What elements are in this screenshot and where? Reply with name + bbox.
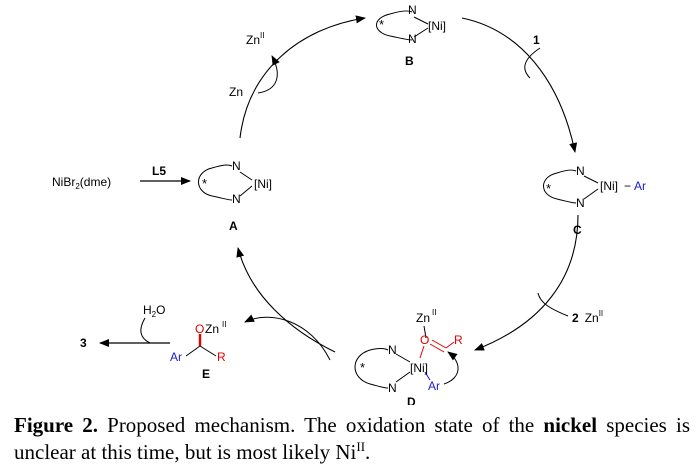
catalytic-cycle-scheme: * N N [Ni] B * N N [Ni] A * N N [Ni] − A…: [52, 3, 646, 405]
species-b: * N N [Ni] B: [376, 3, 446, 68]
cycle-arrow-b-to-c: [461, 17, 578, 153]
d-to-e-arrow: [244, 314, 331, 361]
cycle-arrow-d-to-a: [236, 247, 336, 353]
zn2-top: ZnII: [246, 31, 264, 47]
c-ni: [Ni]: [600, 179, 618, 193]
caption-label: Figure 2.: [14, 413, 98, 437]
figure-caption: Figure 2. Proposed mechanism. The oxidat…: [14, 412, 690, 466]
h2o-curve: [140, 317, 151, 344]
b-label: B: [405, 54, 414, 68]
caption-bold-word: nickel: [543, 413, 598, 437]
zn-reagent: Zn: [229, 85, 243, 99]
c-n-top: N: [576, 164, 585, 178]
b-chiral-star: *: [379, 17, 384, 32]
a-ni: [Ni]: [254, 177, 272, 191]
e-label: E: [202, 367, 210, 381]
e-zn: Zn: [205, 322, 219, 336]
cycle-arrow-a-to-b: [239, 15, 366, 139]
d-n-top: N: [388, 343, 397, 357]
caption-sup: II: [356, 439, 366, 454]
d-label: D: [407, 395, 416, 405]
e-o: O: [195, 322, 204, 336]
c-bond: −: [624, 179, 631, 193]
c-ar: Ar: [634, 179, 646, 193]
a-n-bottom: N: [232, 192, 241, 206]
d-ni: [Ni]: [410, 361, 428, 375]
caption-text-1: Proposed mechanism. The oxidation state …: [98, 413, 544, 437]
species-c: * N N [Ni] − Ar C: [543, 164, 646, 237]
species-d: * N N [Ni] Zn II O R Ar D: [354, 308, 463, 405]
b-n-top: N: [408, 3, 417, 17]
e-ar: Ar: [170, 350, 182, 364]
d-chiral-star: *: [360, 360, 365, 375]
d-n-bottom: N: [388, 381, 397, 395]
c-chiral-star: *: [546, 181, 551, 196]
reagent1-arrow: [524, 47, 541, 79]
species-e: O Zn II Ar R E: [170, 320, 226, 381]
c-label: C: [573, 223, 582, 237]
zn-to-zn2-arrow: [257, 55, 280, 94]
nibr2-reagent: NiBr2(dme): [52, 175, 111, 191]
b-ni: [Ni]: [428, 19, 446, 33]
h2o-reagent: H2O: [143, 303, 165, 319]
cycle-arrow-c-to-d: [474, 214, 579, 351]
caption-end: .: [365, 440, 371, 464]
d-r: R: [454, 333, 463, 347]
e-r: R: [217, 350, 226, 364]
d-zn: Zn: [416, 311, 430, 325]
caption-text-2: species is unclear at this time, but is …: [14, 413, 691, 464]
reagent-1: 1: [533, 33, 540, 47]
c-n-bottom: N: [576, 196, 585, 210]
product-3: 3: [80, 336, 87, 350]
l5-label: L5: [152, 164, 166, 178]
d-zn-sup: II: [432, 308, 436, 317]
d-o: O: [420, 333, 429, 347]
reagent2-arrow: [537, 292, 569, 317]
a-label: A: [229, 219, 238, 233]
e-zn-sup: II: [222, 320, 226, 329]
d-ar: Ar: [428, 379, 440, 393]
a-n-top: N: [232, 159, 241, 173]
b-n-bottom: N: [408, 32, 417, 46]
species-a: * N N [Ni] A: [198, 159, 272, 233]
a-chiral-star: *: [202, 176, 207, 191]
